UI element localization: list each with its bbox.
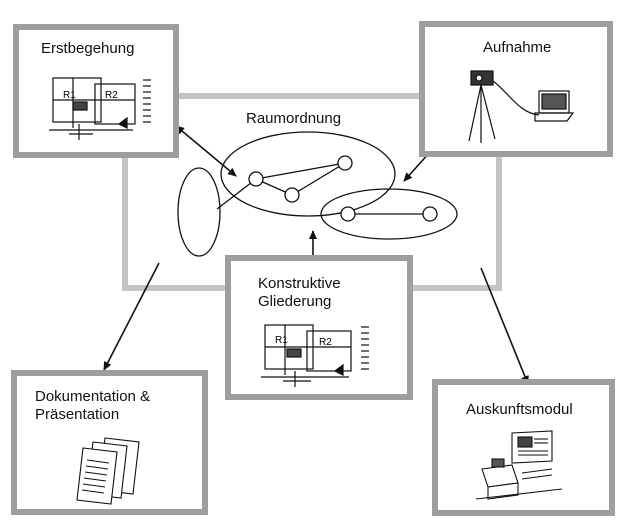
floorplan-sketch-icon: R1 R2	[49, 77, 151, 140]
arrow-to-dokumentation	[103, 262, 160, 371]
auskunftsmodul-box: Auskunftsmodul	[432, 379, 615, 516]
svg-text:R1: R1	[63, 90, 76, 101]
room-ellipse-main	[220, 131, 396, 217]
documents-stack-icon	[76, 437, 140, 505]
dokumentation-box: Dokumentation & Präsentation	[11, 370, 208, 515]
svg-text:R2: R2	[319, 337, 332, 348]
floorplan-sketch-icon: R1 R2	[261, 324, 369, 387]
konstruktive-label-line2: Gliederung	[258, 293, 332, 310]
erstbegehung-label: Erstbegehung	[41, 40, 135, 57]
svg-text:R2: R2	[105, 90, 118, 101]
room-nodes	[248, 155, 438, 222]
aufnahme-label: Aufnahme	[483, 39, 552, 56]
room-ellipse-right	[320, 188, 458, 240]
konstruktive-gliederung-box: Konstruktive Gliederung R1 R2	[225, 255, 413, 400]
surveying-equipment-icon	[468, 70, 575, 143]
arrow-to-auskunftsmodul	[480, 267, 529, 385]
dokumentation-label-line1: Dokumentation &	[35, 388, 151, 405]
dokumentation-label-line2: Präsentation	[35, 406, 120, 423]
room-graph	[177, 131, 458, 257]
svg-text:R1: R1	[275, 335, 288, 346]
erstbegehung-box: Erstbegehung R1 R2	[13, 24, 179, 158]
room-ellipse-left	[177, 167, 221, 257]
auskunftsmodul-label: Auskunftsmodul	[466, 401, 573, 418]
aufnahme-box: Aufnahme	[419, 21, 613, 157]
raumordnung-label: Raumordnung	[246, 110, 342, 127]
arrow-erstbegehung-raumordnung	[175, 125, 237, 177]
information-kiosk-icon	[475, 430, 563, 500]
konstruktive-label-line1: Konstruktive	[258, 275, 341, 292]
